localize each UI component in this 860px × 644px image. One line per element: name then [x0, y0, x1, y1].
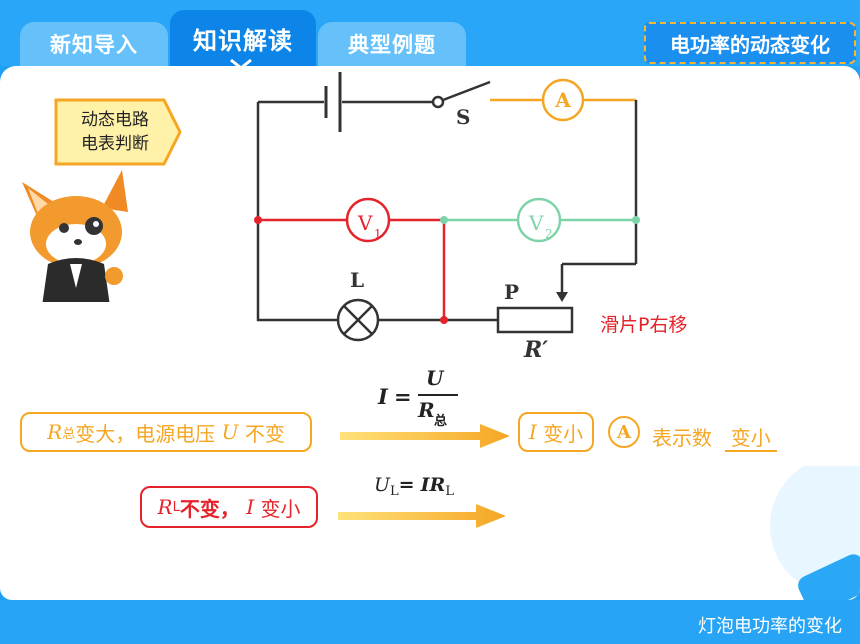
voltmeter-v2-symbol [516, 197, 562, 243]
slider-label: P [504, 280, 519, 304]
fraction-bar [418, 394, 458, 396]
formula2-u: U [374, 474, 391, 496]
v1-label: V [357, 211, 373, 235]
formula1-denominator: R [418, 398, 435, 422]
row1-text2: 不变 [244, 421, 285, 446]
row2-r-subscript: L [172, 499, 180, 515]
row1-r-subscript: 总 [62, 426, 76, 442]
v1-subscript: 1 [374, 227, 382, 241]
page-title: 电功率的动态变化 [644, 22, 856, 64]
slider-arrow-icon [556, 292, 568, 302]
circuit-diagram: A S V 1 V 2 L P R′ [254, 72, 640, 363]
tab-new-knowledge-intro[interactable]: 新知导入 [20, 22, 168, 66]
switch-label: S [456, 105, 470, 129]
row1-u: U [221, 420, 239, 444]
row2-text2: 变小 [260, 496, 301, 521]
formula1-denominator-subscript: 总 [434, 414, 448, 429]
ammeter-reading-text: 表示数 变小 [652, 422, 777, 452]
formula1-numerator: U [426, 366, 444, 390]
row1-result-text: 变小 [543, 421, 584, 446]
fox-mascot-illustration [22, 98, 182, 302]
mascot-sign-line1: 动态电路 [81, 110, 149, 130]
row1-r: R [47, 420, 63, 444]
lamp-symbol [336, 298, 380, 342]
ammeter-icon: A [608, 416, 640, 448]
resistor-label: R′ [523, 337, 548, 363]
current-decreases-badge: I 变小 [518, 412, 594, 452]
footer-bar [0, 600, 860, 644]
mascot-sign-line2: 电表判断 [81, 134, 149, 154]
slide-content: 动态电路 电表判断 [0, 66, 860, 600]
light-bulb-decoration-icon [770, 466, 860, 600]
row1-reading-text: 表示数 [652, 426, 712, 450]
formula1-lhs: I [378, 384, 388, 409]
row1-reading-value: 变小 [724, 426, 777, 452]
arrow-right-icon [340, 424, 510, 448]
tab-knowledge-interpretation[interactable]: 知识解读 [170, 10, 316, 66]
ammeter-label: A [554, 88, 571, 112]
formula-lamp-voltage: UL= IRL [374, 474, 454, 499]
formula2-ir: IR [420, 474, 446, 496]
mascot-sign-text: 动态电路 电表判断 [60, 108, 170, 156]
formula-ohms-law: I = U R 总 [378, 366, 468, 436]
slider-move-note: 滑片P右移 [600, 314, 688, 336]
v2-subscript: 2 [545, 227, 553, 241]
footer-title: 灯泡电功率的变化 [698, 616, 842, 637]
rheostat-symbol [496, 306, 574, 334]
formula2-ir-subscript: L [445, 484, 454, 499]
ammeter-symbol [541, 78, 585, 122]
voltmeter-v1-symbol [345, 197, 391, 243]
arrow-right-icon-2 [338, 504, 506, 528]
row2-text1: 不变， [179, 496, 240, 521]
formula2-u-subscript: L [390, 484, 399, 499]
row1-result-i: I [528, 420, 537, 444]
v2-label: V [528, 211, 544, 235]
tab-typical-examples[interactable]: 典型例题 [318, 22, 466, 66]
row1-text1: 变大，电源电压 [75, 421, 216, 446]
lamp-label: L [350, 268, 364, 292]
row2-i: I [246, 495, 255, 519]
formula2-equals: = [398, 474, 415, 496]
formula1-equals: = [394, 384, 412, 409]
row2-r: R [157, 495, 173, 519]
